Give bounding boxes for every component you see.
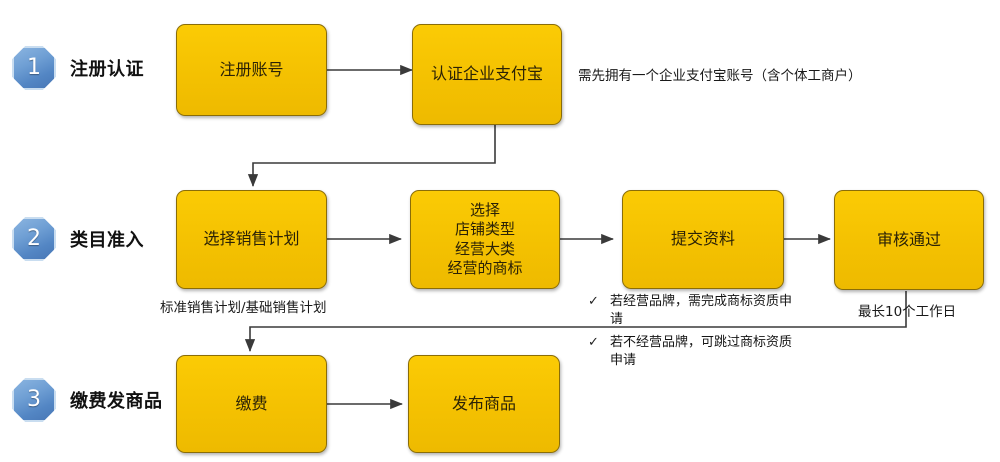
checklist-brand-notes: ✓ 若经营品牌，需完成商标资质申请 ✓ 若不经营品牌，可跳过商标资质申请 [588, 293, 800, 375]
node-choose-details-line-2: 店铺类型 [454, 220, 515, 238]
stage-1-label: 注册认证 [70, 59, 144, 80]
checklist-item: ✓ 若不经营品牌，可跳过商标资质申请 [588, 334, 800, 369]
node-choose-details[interactable]: 选择 店铺类型 经营大类 经营的商标 [410, 190, 560, 289]
connector-alipay-to-salesplan [247, 125, 496, 187]
node-verify-alipay[interactable]: 认证企业支付宝 [412, 24, 562, 125]
node-publish-product[interactable]: 发布商品 [408, 355, 560, 453]
node-register-account[interactable]: 注册账号 [176, 24, 327, 116]
stage-2-badge: 2 [12, 217, 56, 261]
node-review-passed[interactable]: 审核通过 [834, 190, 984, 290]
node-submit-materials-label: 提交资料 [670, 229, 735, 249]
node-choose-sales-plan-label: 选择销售计划 [203, 229, 300, 249]
node-verify-alipay-label: 认证企业支付宝 [430, 64, 543, 84]
stage-2-label: 类目准入 [70, 230, 144, 251]
node-pay-fee[interactable]: 缴费 [176, 355, 327, 453]
stage-3: 3 缴费发商品 [12, 378, 163, 422]
checklist-item-text: 若不经营品牌，可跳过商标资质申请 [610, 335, 793, 368]
connector-review-to-pay [244, 291, 907, 352]
node-pay-fee-label: 缴费 [235, 393, 268, 413]
stage-1: 1 注册认证 [12, 46, 144, 90]
stage-3-badge: 3 [12, 378, 56, 422]
node-choose-details-line-1: 选择 [469, 200, 500, 219]
check-icon: ✓ [588, 294, 599, 309]
octagon-icon: 1 [12, 46, 56, 90]
checklist-item: ✓ 若经营品牌，需完成商标资质申请 [588, 293, 800, 328]
octagon-icon: 3 [12, 378, 56, 422]
stage-3-label: 缴费发商品 [70, 391, 163, 412]
node-choose-details-line-3: 经营大类 [454, 239, 515, 258]
check-icon: ✓ [588, 335, 599, 351]
annotation-alipay-note: 需先拥有一个企业支付宝账号（含个体工商户） [578, 68, 862, 84]
node-choose-sales-plan[interactable]: 选择销售计划 [176, 190, 327, 289]
node-submit-materials[interactable]: 提交资料 [622, 190, 784, 289]
annotation-review-duration: 最长10个工作日 [858, 304, 957, 320]
stage-1-badge: 1 [12, 46, 56, 90]
node-register-account-label: 注册账号 [219, 59, 284, 79]
node-review-passed-label: 审核通过 [876, 229, 941, 249]
checklist-item-text: 若经营品牌，需完成商标资质申请 [610, 294, 793, 327]
stage-2: 2 类目准入 [12, 217, 144, 261]
node-publish-product-label: 发布商品 [451, 393, 516, 413]
octagon-icon: 2 [12, 217, 56, 261]
node-choose-details-line-4: 经营的商标 [447, 259, 523, 277]
annotation-sales-plan-note: 标准销售计划/基础销售计划 [160, 300, 327, 316]
